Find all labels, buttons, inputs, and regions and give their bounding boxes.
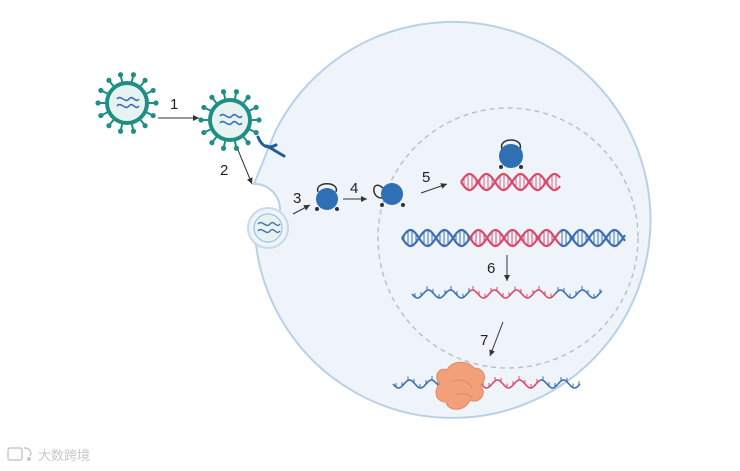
cell-receptor (256, 135, 286, 158)
watermark-logo-icon (7, 447, 32, 461)
step-label-4: 4 (350, 180, 358, 197)
arrow-step-3 (292, 204, 311, 215)
viral-protein-nuclear-import (373, 183, 405, 207)
arrow-step-7 (489, 321, 504, 357)
step-label-2: 2 (220, 162, 228, 179)
step-label-3: 3 (293, 190, 301, 207)
arrow-step-5 (420, 183, 448, 194)
step-label-7: 7 (480, 332, 488, 349)
mrna-strand-nucleus (411, 286, 603, 299)
integrated-host-dna-helix (401, 228, 626, 248)
ribosome (435, 361, 486, 410)
watermark-text: 大数跨境 (38, 449, 90, 464)
step-arrows (158, 115, 510, 357)
viral-protein-integrase (499, 139, 523, 169)
virus-particle-attached (198, 89, 262, 151)
step-label-1: 1 (170, 96, 178, 113)
viral-dna-helix (460, 172, 561, 192)
nucleus (377, 107, 639, 369)
step-label-5: 5 (422, 169, 430, 186)
host-cell (252, 20, 652, 419)
arrow-step-2 (237, 149, 253, 185)
endosome-vesicle (247, 207, 289, 249)
viral-protein-cytoplasm (315, 183, 339, 211)
step-label-6: 6 (487, 260, 495, 277)
mrna-strand-cytoplasm (392, 376, 581, 389)
watermark: 大数跨境 (7, 447, 90, 464)
virus-particle-free (95, 72, 159, 134)
